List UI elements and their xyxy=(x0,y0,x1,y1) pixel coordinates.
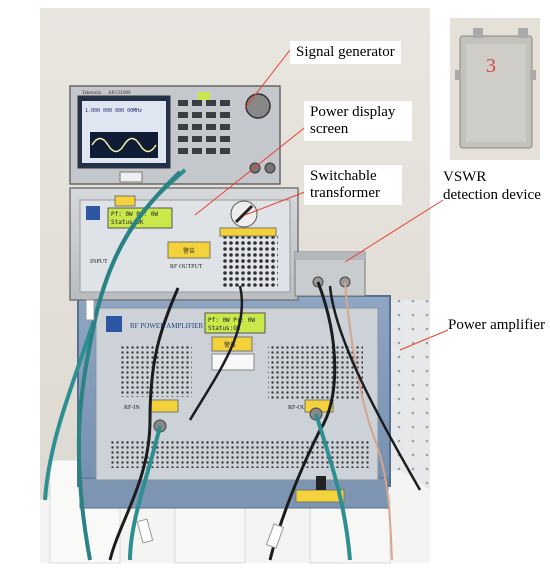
transformer-input-text: INPUT xyxy=(90,259,108,265)
vswr-inset-photo: 3 xyxy=(450,18,540,160)
main-photo: RF POWER AMPLIFIER Pf: 0W Pr: 0W Status:… xyxy=(40,8,430,564)
switchable-transformer-label: Switchable transformer xyxy=(304,165,402,205)
callout-line-power-display xyxy=(194,124,309,216)
callout-line-power-amplifier xyxy=(399,329,449,351)
callout-line-signal-generator xyxy=(244,49,291,109)
power-amplifier-label: Power amplifier xyxy=(448,317,546,333)
vswr-detection-device-label: VSWR detection device xyxy=(443,169,541,203)
amplifier-warning-text: 警告 xyxy=(224,341,236,349)
power-display-screen-label: Power display screen xyxy=(304,101,412,141)
rf-cables xyxy=(43,168,422,561)
callout-line-vswr xyxy=(344,199,444,263)
amplifier-display-line1: Pf: 0W Pr: 0W xyxy=(208,317,255,324)
transformer-display-line2: Status:OK xyxy=(111,219,144,226)
callout-lines xyxy=(194,49,449,351)
signal-generator-unit: Tektronix AFG31000 1.000 000 000 00MHz xyxy=(69,85,281,185)
generator-frequency-text: 1.000 000 000 00MHz xyxy=(85,108,142,114)
generator-model-text: AFG31000 xyxy=(108,91,131,96)
generator-brand-text: Tektronix xyxy=(82,91,102,96)
transformer-output-text: RF OUTPUT xyxy=(170,264,203,270)
amplifier-display-line2: Status:OK xyxy=(208,325,241,332)
amplifier-rf-in-text: RF-IN xyxy=(124,405,140,411)
transformer-warning-text: 警告 xyxy=(183,247,195,255)
power-amplifier-unit: RF POWER AMPLIFIER Pf: 0W Pr: 0W Status:… xyxy=(77,295,391,509)
vswr-inset-marking: 3 xyxy=(486,55,496,77)
amplifier-title-text: RF POWER AMPLIFIER xyxy=(130,322,203,330)
amplifier-rf-out-text: RF-OUT xyxy=(288,405,310,411)
signal-generator-label: Signal generator xyxy=(290,41,401,64)
callout-line-transformer xyxy=(244,189,311,216)
transformer-display-line1: Pf: 0W Pr: 0W xyxy=(111,211,158,218)
